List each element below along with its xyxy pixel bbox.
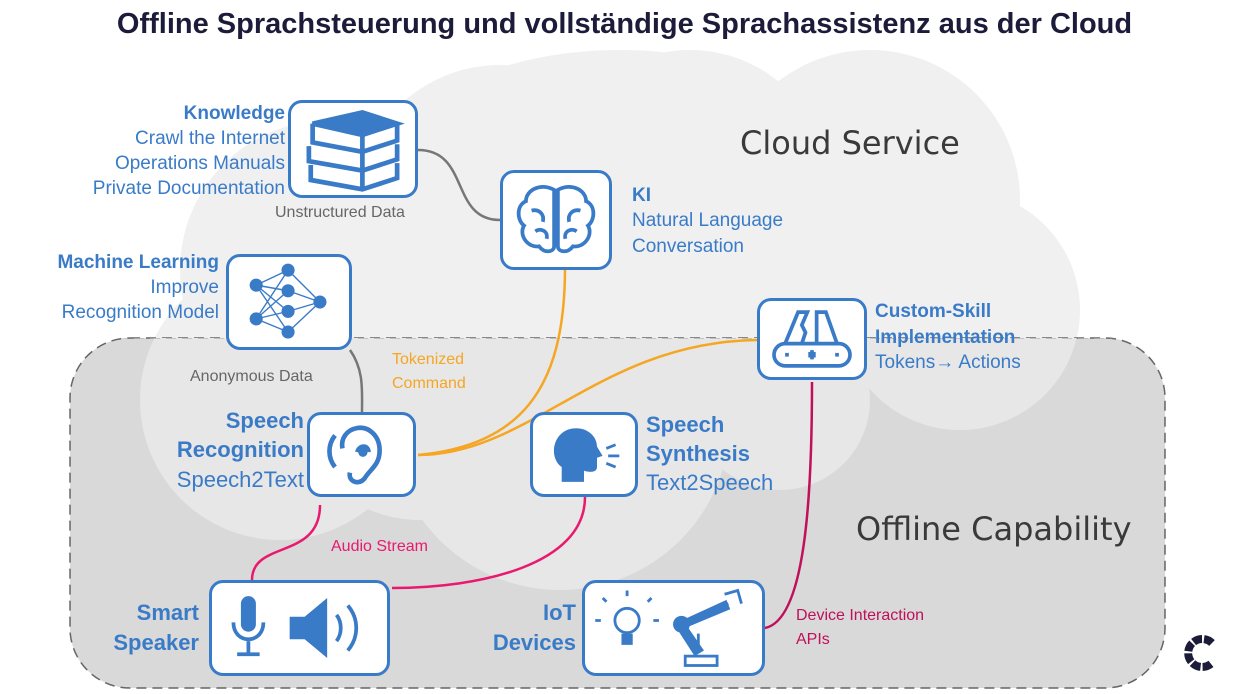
company-logo-icon	[1184, 635, 1215, 671]
recognition-subtitle: Speech2Text	[176, 467, 304, 492]
ear-icon	[327, 425, 382, 485]
knowledge-title: Knowledge	[183, 103, 285, 124]
smart-speaker-node	[209, 580, 390, 676]
ml-line: Recognition Model	[61, 302, 219, 323]
skill-title: Custom-Skill	[875, 301, 992, 322]
edge-label-tokenized: Tokenized	[392, 351, 465, 368]
edge-label-command: Command	[392, 375, 466, 392]
ki-title: KI	[632, 185, 651, 206]
edge-recognition-speaker	[250, 504, 322, 581]
edge-ki-recognition	[417, 267, 567, 457]
recognition-title: Speech	[225, 408, 304, 433]
bulb-robot-arm-icon	[595, 588, 743, 667]
ki-line: Conversation	[632, 236, 744, 257]
page-title: Offline Sprachsteuerung und vollständige…	[116, 8, 1133, 40]
edge-knowledge-ki	[417, 148, 501, 222]
synthesis-title: Synthesis	[646, 441, 750, 466]
edge-label-audio: Audio Stream	[331, 538, 428, 555]
speaker-title: Smart	[136, 600, 199, 625]
offline-capability-label: Offline Capability	[856, 510, 1132, 548]
synthesis-title: Speech	[646, 412, 725, 437]
swiss-knife-icon	[772, 310, 852, 368]
books-icon	[306, 109, 405, 192]
speaker-title: Speaker	[113, 630, 199, 655]
ki-node	[500, 170, 612, 270]
edge-synthesis-speaker	[391, 496, 587, 590]
ml-line: Improve	[150, 277, 219, 298]
edge-recognition-skill	[417, 338, 758, 457]
ml-title: Machine Learning	[57, 252, 219, 273]
edge-ml-recognition	[348, 349, 364, 413]
knowledge-line: Private Documentation	[92, 178, 285, 199]
edge-label-unstructured: Unstructured Data	[275, 204, 405, 221]
brain-icon	[516, 185, 596, 254]
microphone-speaker-icon	[231, 596, 359, 658]
skill-subtitle: Tokens→ Actions	[875, 352, 1021, 373]
edge-label-device-interaction: Device Interaction	[796, 607, 925, 624]
iot-title: Devices	[492, 630, 576, 655]
speech-recognition-node	[307, 412, 416, 497]
knowledge-line: Crawl the Internet	[135, 128, 285, 149]
edge-label-apis: APIs	[796, 631, 830, 648]
knowledge-node	[288, 100, 418, 198]
iot-node	[582, 580, 765, 676]
skill-title: Implementation	[875, 327, 1016, 348]
cloud-service-label: Cloud Service	[740, 124, 960, 162]
recognition-title: Recognition	[176, 437, 304, 462]
knowledge-line: Operations Manuals	[114, 153, 285, 174]
edge-skill-iot	[764, 381, 814, 630]
ml-node	[226, 254, 352, 350]
edge-label-anonymous: Anonymous Data	[190, 368, 313, 385]
synthesis-subtitle: Text2Speech	[646, 470, 774, 495]
iot-title: IoT	[543, 600, 576, 625]
speaking-head-icon	[553, 428, 620, 482]
speech-synthesis-node	[530, 412, 638, 497]
neural-network-icon	[249, 263, 327, 339]
ki-line: Natural Language	[632, 210, 784, 231]
custom-skill-node	[757, 298, 867, 380]
